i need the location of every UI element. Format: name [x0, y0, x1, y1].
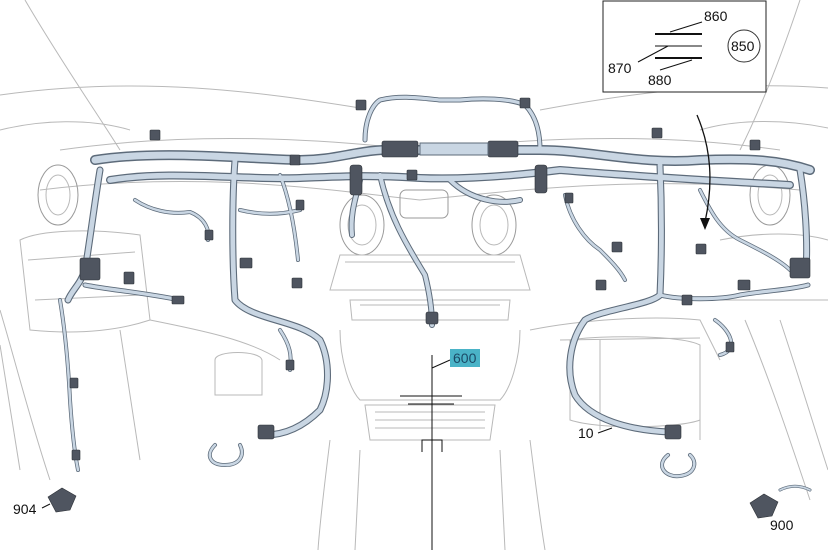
legend-box: 860 850 870 880	[602, 0, 767, 93]
callout-label-900: 900	[770, 517, 794, 533]
legend-label-870: 870	[608, 60, 632, 76]
legend-label-860: 860	[704, 8, 728, 24]
routing-arrow	[696, 114, 711, 230]
junction-block	[381, 140, 419, 158]
connectors	[69, 97, 811, 461]
wiring-harness	[47, 94, 815, 519]
junction-block	[487, 140, 519, 158]
legend-circle	[727, 29, 761, 63]
callout-label-600: 600	[453, 350, 477, 366]
callout-label-10: 10	[578, 425, 594, 441]
highlight-box	[450, 349, 480, 367]
trunk-sleeve	[419, 142, 489, 156]
part-904-connector	[47, 487, 77, 513]
part-900-connector	[749, 493, 779, 519]
junction-block	[534, 164, 548, 194]
junction-block	[349, 164, 363, 196]
legend-label-880: 880	[648, 72, 672, 88]
legend-label-850: 850	[731, 38, 755, 54]
callout-label-904: 904	[13, 501, 37, 517]
callout-600: 600	[400, 349, 480, 550]
